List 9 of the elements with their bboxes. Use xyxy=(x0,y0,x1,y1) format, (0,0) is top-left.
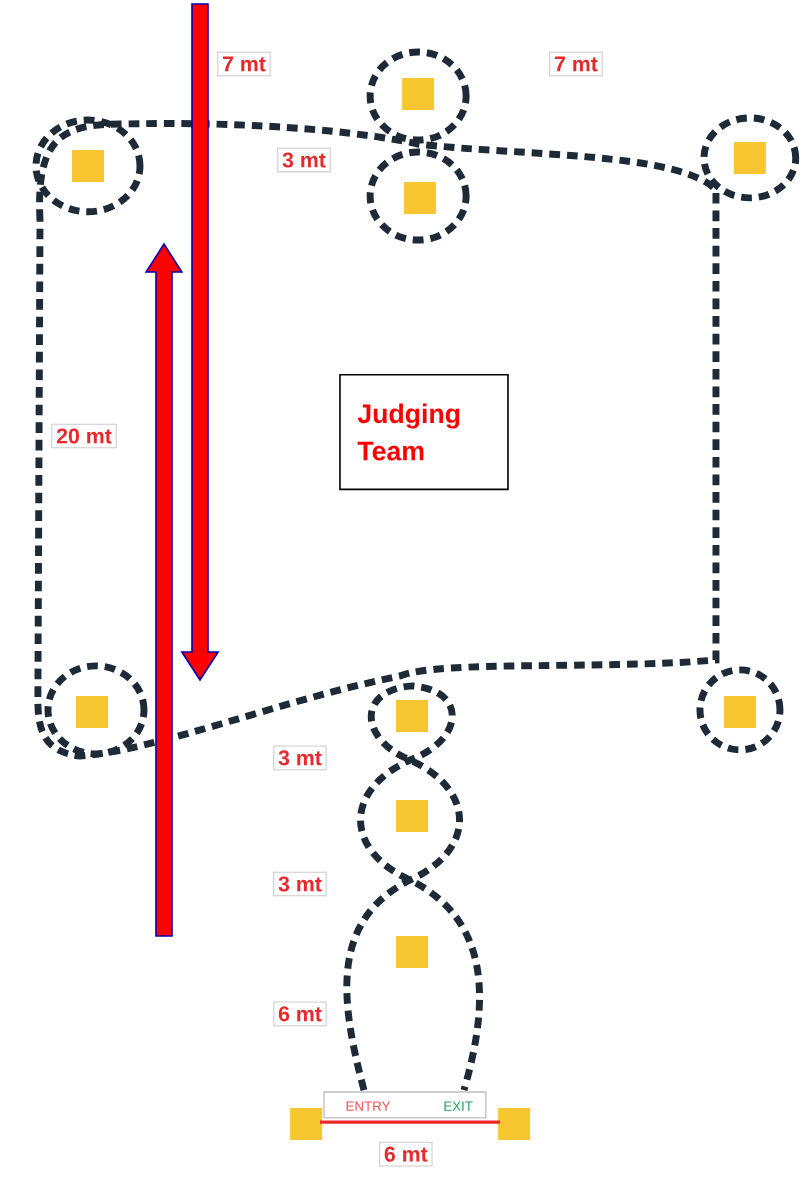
distance-label: 3 mt xyxy=(277,147,331,173)
distance-label: 6 mt xyxy=(273,1001,327,1027)
distance-label: 7 mt xyxy=(549,51,603,77)
distance-label: 3 mt xyxy=(273,871,327,897)
distance-label: 6 mt xyxy=(379,1141,433,1167)
distance-label: 3 mt xyxy=(273,745,327,771)
team-box: Judging Team xyxy=(339,373,509,491)
distance-label: 7 mt xyxy=(217,51,271,77)
distance-label: 20 mt xyxy=(51,423,117,449)
